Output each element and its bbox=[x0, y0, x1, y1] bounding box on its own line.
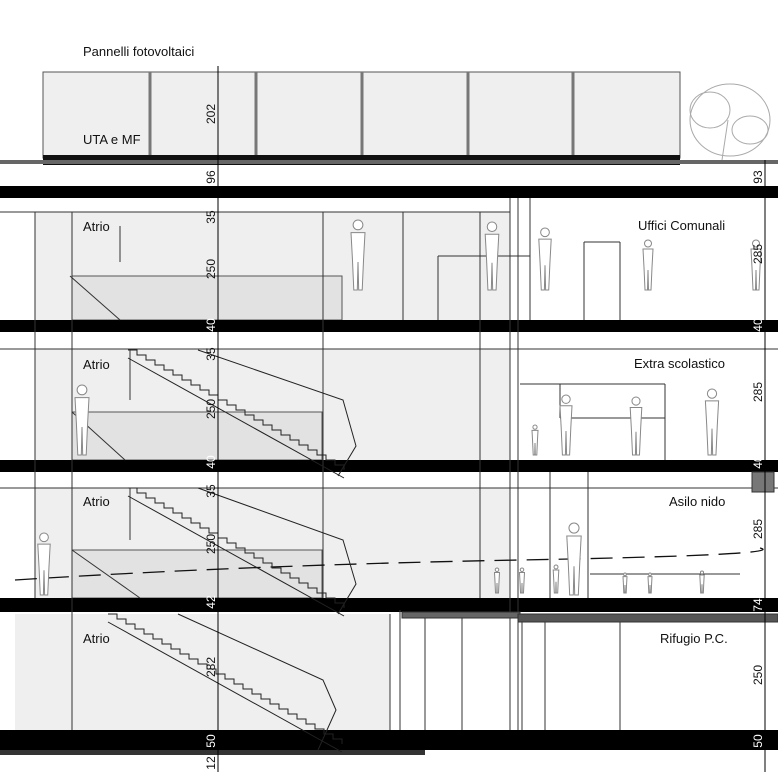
stairs bbox=[107, 349, 357, 753]
dimension-label: 35 bbox=[204, 210, 218, 224]
person-icon bbox=[531, 424, 539, 456]
dimension-label: 35 bbox=[204, 347, 218, 361]
slab-2 bbox=[0, 460, 778, 472]
dimension-label: 12 bbox=[204, 756, 218, 770]
person-icon bbox=[622, 572, 628, 594]
atrio-basement bbox=[15, 614, 390, 730]
dimension-label: 96 bbox=[204, 170, 218, 184]
slab-3 bbox=[0, 598, 778, 612]
section-cut-line bbox=[14, 547, 764, 581]
slab-roof bbox=[0, 186, 778, 198]
dimension-label: 250 bbox=[204, 533, 218, 555]
person-icon bbox=[647, 572, 653, 594]
dimension-label: 40 bbox=[204, 455, 218, 469]
dimension-label: 93 bbox=[751, 170, 765, 184]
dimension-label: 74 bbox=[751, 598, 765, 612]
dimension-label: 50 bbox=[751, 734, 765, 748]
void-floor2 bbox=[71, 411, 323, 461]
person-icon bbox=[37, 532, 51, 596]
label-extra: Extra scolastico bbox=[634, 356, 726, 371]
panel-dividers bbox=[148, 72, 575, 158]
label-atrio-3: Atrio bbox=[83, 494, 110, 509]
dimension-label: 40 bbox=[204, 318, 218, 332]
person-icon bbox=[559, 394, 573, 456]
dimension-label: 250 bbox=[751, 664, 765, 686]
dimension-label: 35 bbox=[204, 484, 218, 498]
dimension-label: 40 bbox=[751, 455, 765, 469]
person-icon bbox=[350, 219, 366, 291]
dimension-label: 202 bbox=[204, 103, 218, 125]
dimension-label: 42 bbox=[204, 595, 218, 609]
stair-steps bbox=[128, 349, 345, 470]
stair-steps bbox=[108, 613, 343, 744]
person-icon bbox=[629, 396, 643, 456]
dimension-label: 282 bbox=[204, 656, 218, 678]
person-icon bbox=[704, 388, 720, 456]
reception-desk bbox=[71, 275, 343, 321]
roof-line bbox=[0, 160, 778, 164]
person-icon bbox=[74, 384, 90, 456]
person-icon bbox=[642, 239, 654, 291]
people-figures bbox=[37, 219, 762, 596]
label-atrio-4: Atrio bbox=[83, 631, 110, 646]
person-icon bbox=[699, 570, 705, 594]
person-icon bbox=[538, 227, 552, 291]
person-icon bbox=[552, 564, 560, 594]
void-floor3 bbox=[71, 549, 323, 599]
foundation bbox=[0, 750, 425, 755]
dimension-label: 250 bbox=[204, 258, 218, 280]
dimension-label: 285 bbox=[751, 381, 765, 403]
stair-steps bbox=[128, 487, 345, 608]
label-asilo: Asilo nido bbox=[669, 494, 726, 509]
slab-1 bbox=[0, 320, 778, 332]
person-icon bbox=[750, 239, 762, 291]
person-icon bbox=[518, 567, 526, 594]
dimension-label: 250 bbox=[204, 398, 218, 420]
dimension-label: 40 bbox=[751, 318, 765, 332]
dimension-label: 285 bbox=[751, 243, 765, 265]
label-uta: UTA e MF bbox=[83, 132, 141, 147]
label-uffici: Uffici Comunali bbox=[638, 218, 726, 233]
label-rifugio: Rifugio P.C. bbox=[660, 631, 728, 646]
person-icon bbox=[566, 522, 582, 596]
person-icon bbox=[493, 567, 501, 594]
label-atrio-1: Atrio bbox=[83, 219, 110, 234]
label-pannelli: Pannelli fotovoltaici bbox=[83, 44, 195, 59]
label-atrio-2: Atrio bbox=[83, 357, 110, 372]
slab-bottom bbox=[0, 730, 778, 750]
tree-icon bbox=[689, 83, 771, 161]
person-icon bbox=[484, 221, 500, 291]
dimension-label: 285 bbox=[751, 518, 765, 540]
